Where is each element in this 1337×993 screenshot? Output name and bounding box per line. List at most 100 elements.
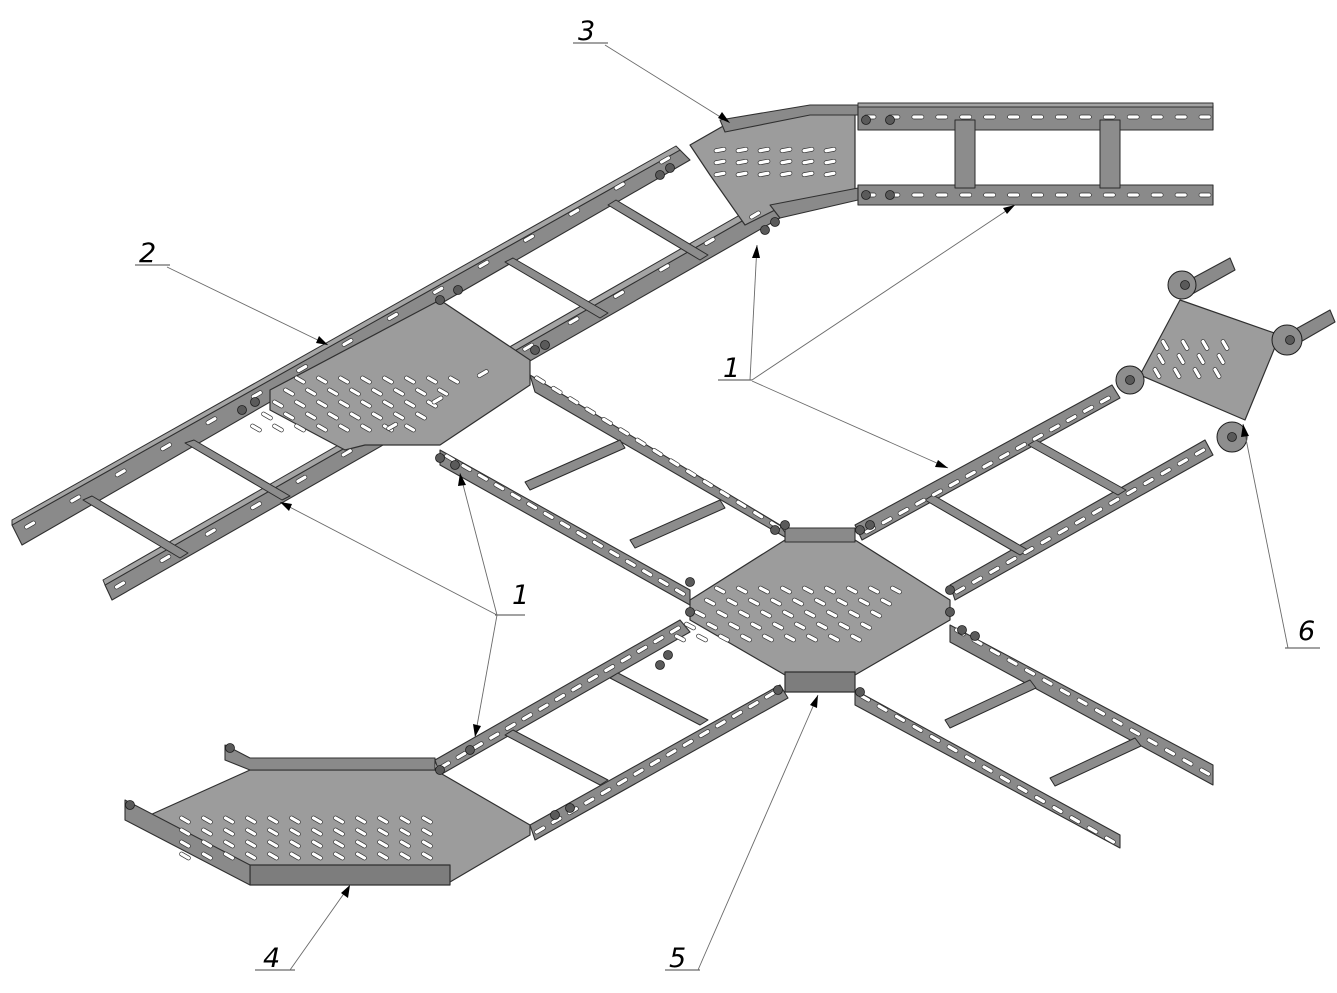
- perforation-slot: [782, 609, 794, 619]
- perforation-slot: [735, 170, 749, 178]
- bolt: [125, 800, 135, 810]
- perforation-slot: [784, 633, 796, 643]
- perforation-slot: [294, 375, 306, 385]
- perforation-slot: [355, 815, 367, 825]
- perforation-slot: [245, 851, 257, 861]
- perforation-slot: [801, 170, 815, 178]
- rail-slot: [897, 507, 910, 516]
- perforation-slot: [801, 146, 815, 154]
- rail-slot: [935, 114, 949, 120]
- rail-slot: [575, 530, 588, 539]
- perforation-slot: [377, 839, 389, 849]
- perforation-slot: [223, 839, 235, 849]
- rail-slot: [1079, 114, 1092, 120]
- rail-slot: [1159, 467, 1172, 477]
- perforation-slot: [1156, 353, 1166, 365]
- perforation-slot: [448, 375, 460, 385]
- rail-slot: [1108, 496, 1121, 506]
- rail-slot: [1194, 447, 1206, 457]
- perforation-slot: [735, 158, 749, 166]
- rail-slot: [1055, 192, 1068, 198]
- rail-slot: [523, 233, 535, 243]
- perforation-slot: [806, 633, 818, 643]
- perforation-slot: [316, 399, 328, 409]
- rail-slot: [1039, 536, 1052, 546]
- bolt: [435, 295, 445, 305]
- perforation-slot: [850, 633, 862, 643]
- rail-slot: [205, 416, 218, 426]
- rail-slot: [1099, 395, 1111, 405]
- perforation-slot: [824, 585, 836, 595]
- rail-slot: [160, 442, 172, 452]
- rail-slot: [718, 489, 731, 499]
- perforation-slot: [316, 423, 328, 433]
- perforation-slot: [283, 387, 295, 397]
- perforation-slot: [360, 375, 372, 385]
- perforation-slot: [846, 585, 858, 595]
- perforation-slot: [684, 621, 696, 631]
- rail-slot: [651, 448, 664, 457]
- perforation-slot: [713, 158, 727, 166]
- rail-slot: [1031, 192, 1044, 198]
- rail-slot: [698, 729, 711, 738]
- perforation-slot: [421, 815, 433, 825]
- perforation-slot: [311, 839, 323, 849]
- perforation-slot: [1176, 353, 1186, 365]
- rail-slot: [948, 479, 960, 488]
- rail-slot: [1126, 192, 1140, 198]
- rail-slot: [386, 422, 398, 431]
- rail-slot: [1082, 404, 1095, 414]
- perforation-slot: [316, 375, 328, 385]
- callout-3-label: 3: [578, 16, 595, 47]
- rail-slot: [608, 549, 621, 559]
- perforation-slot: [333, 839, 345, 849]
- perforation-slot: [415, 387, 427, 397]
- perforation-slot: [1160, 339, 1170, 351]
- perforation-slot: [179, 815, 191, 825]
- rail-slot: [735, 499, 748, 509]
- perforation-slot: [826, 609, 838, 619]
- bolt: [945, 607, 955, 617]
- perforation-slot: [311, 851, 323, 861]
- rail-slot: [114, 580, 126, 590]
- rail-slot: [619, 654, 632, 664]
- rail-slot: [1181, 757, 1194, 767]
- rail-slot: [1125, 487, 1138, 496]
- perforation-slot: [311, 815, 323, 825]
- rail-slot: [534, 375, 546, 385]
- rail-slot: [1174, 192, 1188, 198]
- perforation-slot: [283, 411, 295, 421]
- bolt: [540, 340, 550, 350]
- rail-slot: [570, 683, 583, 693]
- bolt: [885, 115, 895, 125]
- rail-slot: [1055, 114, 1068, 120]
- perforation-slot: [371, 387, 383, 397]
- callout-1-upper-label: 1: [723, 353, 740, 384]
- rail-slot: [1174, 114, 1188, 120]
- rail-slot: [431, 395, 444, 405]
- perforation-slot: [1152, 367, 1162, 379]
- callout-4-label: 4: [263, 943, 280, 974]
- bolt: [655, 660, 665, 670]
- rail-slot: [624, 558, 637, 568]
- rail-slot: [583, 796, 596, 806]
- rail-slot: [537, 702, 550, 712]
- perforation-slot: [355, 827, 367, 837]
- rail-slot: [946, 744, 959, 754]
- rail-slot: [1198, 114, 1212, 120]
- rail-slot: [1126, 114, 1140, 120]
- perforation-slot: [245, 815, 257, 825]
- perforation-slot: [772, 621, 784, 631]
- callout-5-label: 5: [669, 943, 686, 974]
- rail-slot: [1034, 795, 1046, 804]
- rail-slot: [1150, 114, 1164, 120]
- rail-slot: [657, 578, 670, 587]
- perforation-slot: [382, 399, 394, 409]
- bolt: [550, 810, 560, 820]
- rail-slot: [1074, 516, 1086, 526]
- perforation-slot: [349, 387, 361, 397]
- bolt: [885, 190, 895, 200]
- rail-slot: [568, 207, 581, 217]
- rail-slot: [584, 406, 597, 416]
